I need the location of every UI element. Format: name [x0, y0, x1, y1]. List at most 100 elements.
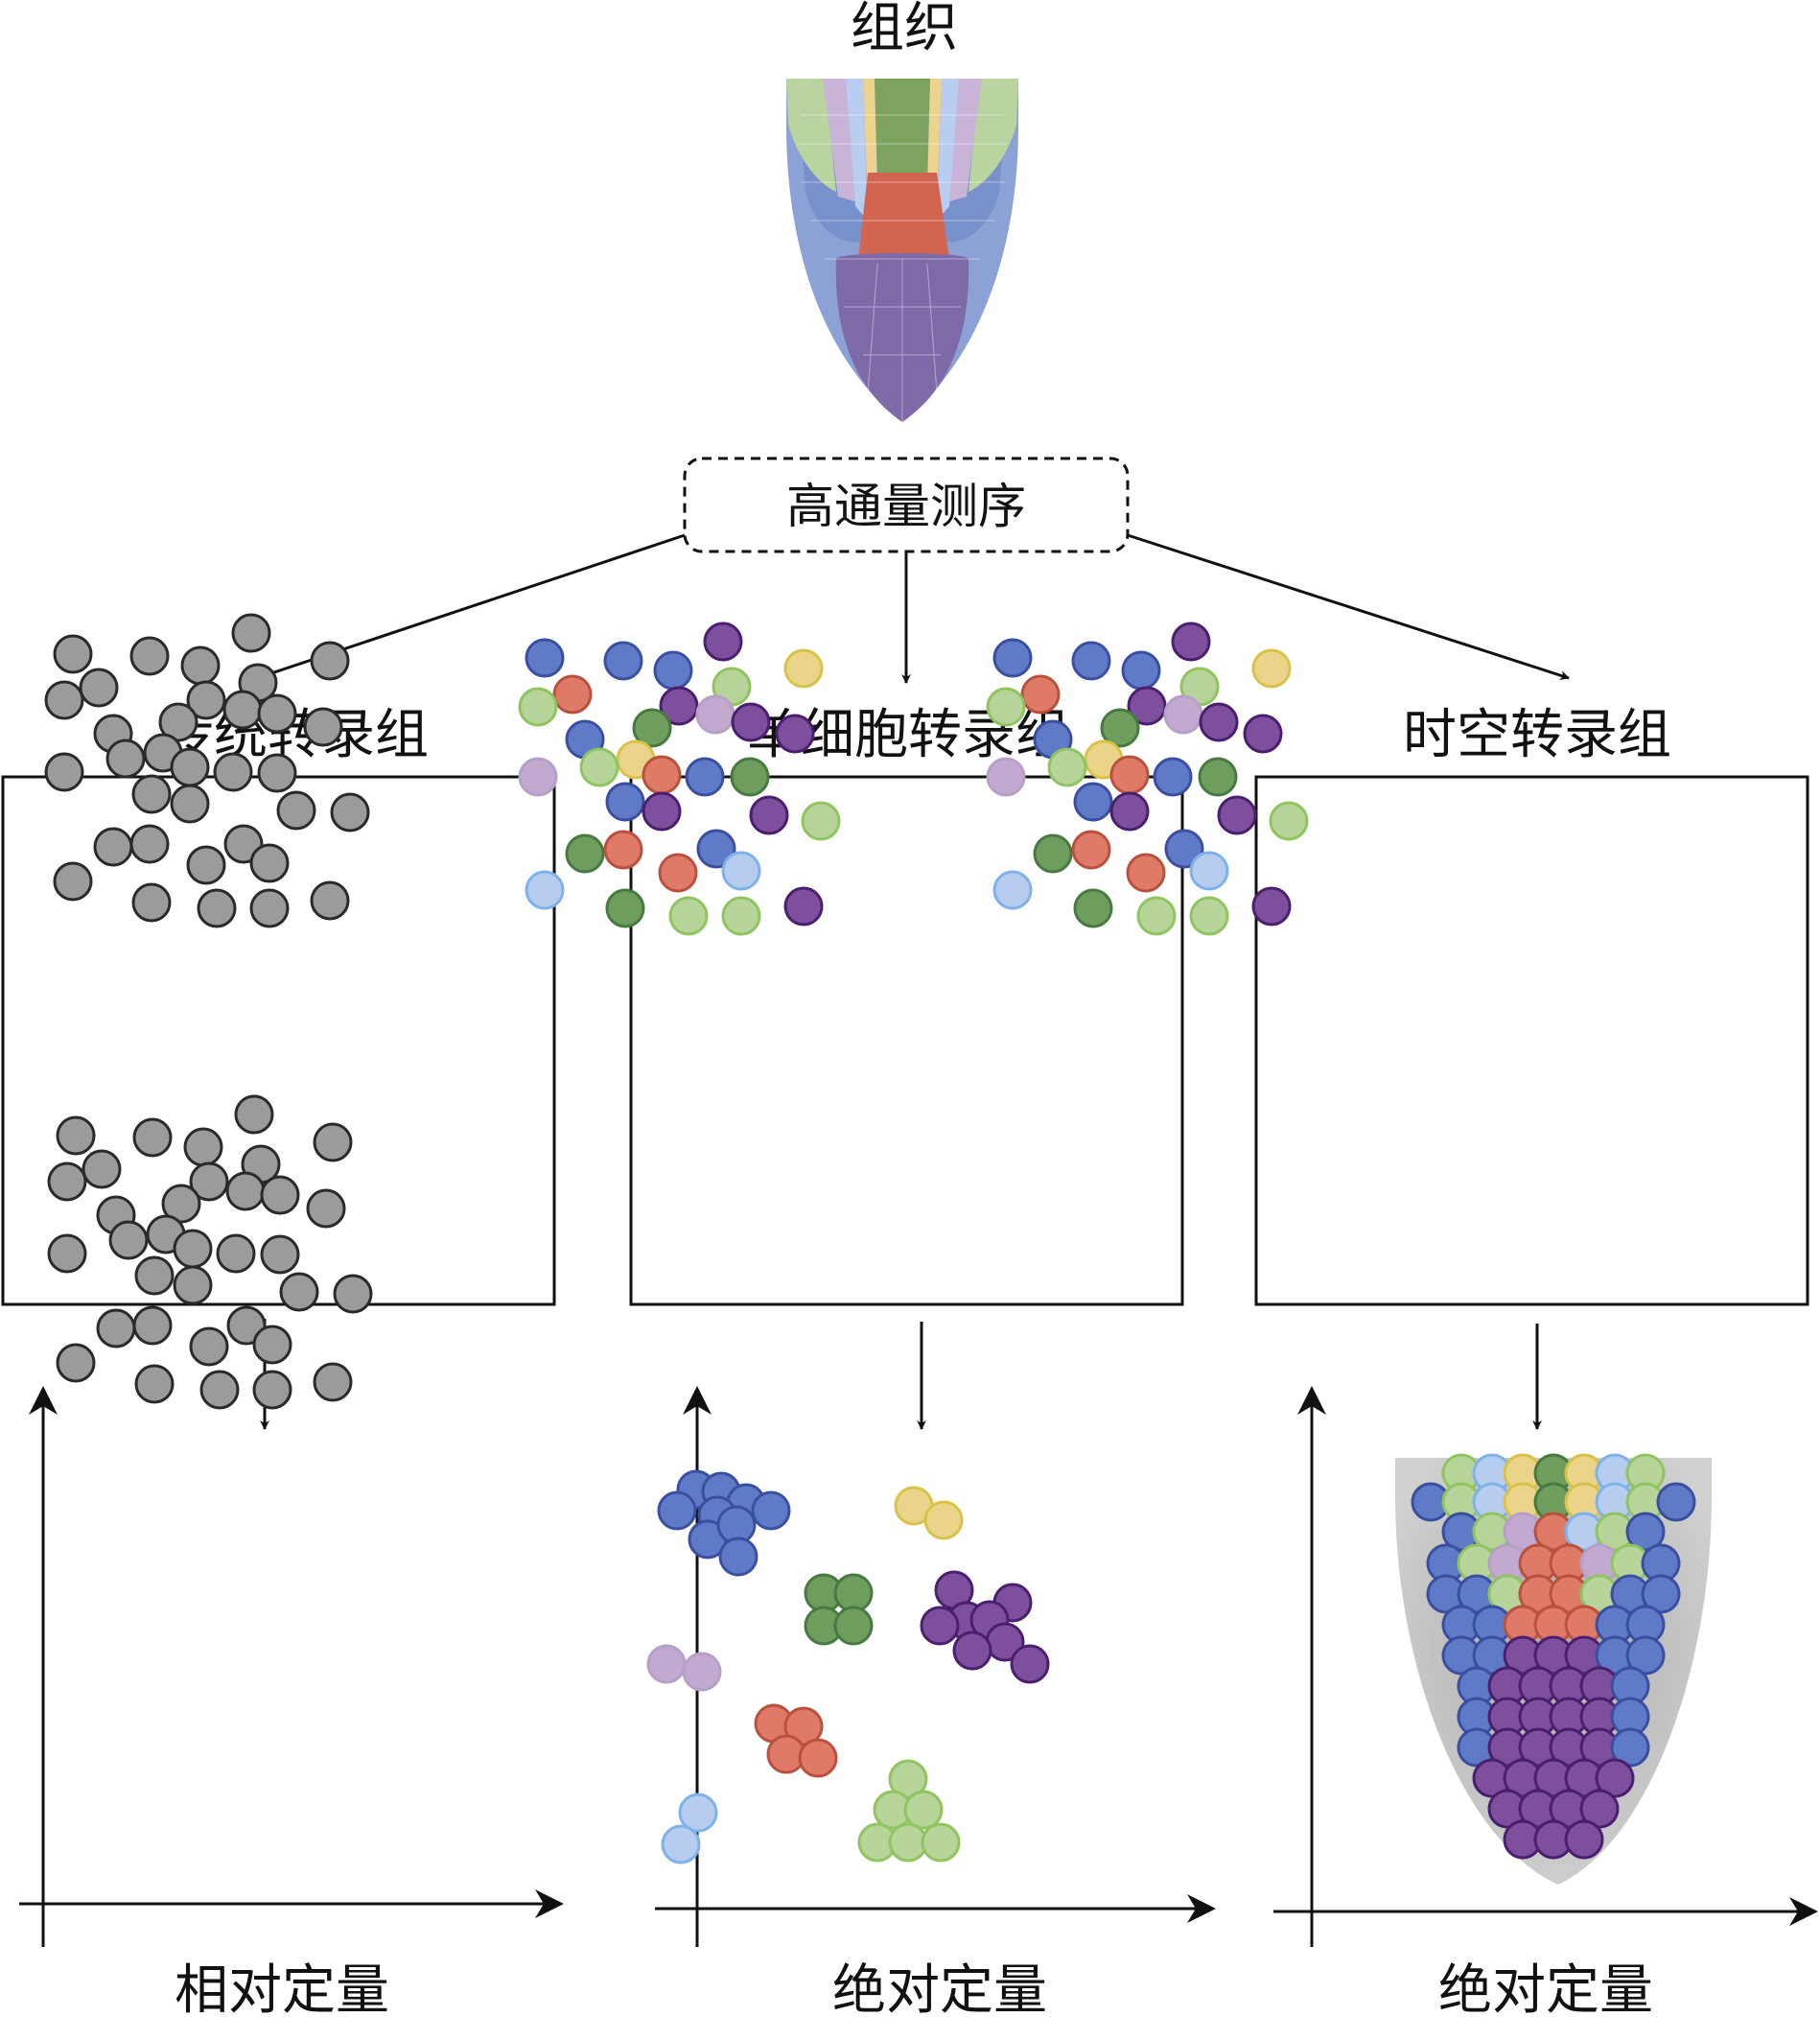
cell-gray — [249, 843, 290, 883]
cell-gray — [170, 784, 210, 824]
cell-purple — [1171, 622, 1211, 662]
cell-lblue — [1189, 851, 1229, 891]
cell-purple — [659, 686, 699, 726]
spatial-cell-purple — [1564, 1819, 1604, 1860]
cell-yellow — [783, 648, 824, 689]
spatial-cell-blue — [1641, 1574, 1681, 1614]
axes-bulk — [19, 1386, 564, 1947]
cell-gray — [189, 1326, 229, 1367]
cell-lgreen — [1136, 896, 1177, 936]
cluster-cell-yellow — [923, 1500, 964, 1540]
cell-gray — [310, 641, 350, 681]
cell-lgreen — [668, 896, 709, 936]
single-cell-plot-clusters — [646, 1469, 1050, 1865]
cell-salmon — [1071, 830, 1111, 870]
cell-blue — [605, 782, 645, 822]
cluster-cell-lgreen — [903, 1790, 944, 1830]
cell-gray — [310, 880, 350, 921]
cell-purple — [775, 714, 815, 754]
spatial-cell-purple — [1595, 1758, 1635, 1798]
cluster-cell-salmon — [783, 1706, 824, 1747]
cell-blue — [603, 641, 643, 681]
tissue-title: 组织 — [851, 0, 958, 59]
cell-gray — [260, 1175, 300, 1215]
cluster-cell-lgreen — [888, 1759, 928, 1799]
cell-gray — [132, 1305, 173, 1346]
cell-salmon — [1109, 755, 1150, 795]
cluster-cell-purple — [920, 1606, 960, 1646]
cell-gray — [108, 1220, 149, 1260]
cell-green — [605, 888, 645, 928]
cell-purple — [1199, 702, 1239, 742]
cell-gray — [96, 1308, 136, 1349]
single-cell-box-cells — [518, 622, 841, 936]
cell-green — [1073, 888, 1113, 928]
cell-lblue — [992, 870, 1033, 910]
cluster-cell-blue — [751, 1490, 791, 1531]
quant-label-spatial: 绝对定量 — [1438, 1959, 1653, 2017]
cell-lgreen — [1269, 801, 1309, 841]
cell-green — [1033, 833, 1073, 874]
cell-gray — [216, 1233, 256, 1274]
cluster-cell-salmon — [798, 1738, 838, 1778]
cell-gray — [53, 634, 93, 674]
cell-blue — [1071, 641, 1111, 681]
cell-gray — [161, 1184, 201, 1224]
cell-gray — [180, 645, 221, 686]
cell-gray — [234, 1094, 274, 1135]
cell-gray — [53, 861, 93, 902]
cell-gray — [306, 1188, 346, 1229]
cell-lgreen — [986, 687, 1026, 727]
cell-gray — [56, 1343, 96, 1383]
cell-salmon — [603, 830, 643, 870]
cell-gray — [47, 1161, 87, 1202]
cell-gray — [213, 752, 253, 792]
cell-gray — [303, 707, 343, 747]
cell-gray — [252, 1370, 292, 1410]
cell-purple — [642, 791, 682, 832]
cell-gray — [257, 753, 297, 793]
cluster-cell-lilac — [646, 1644, 687, 1684]
cell-gray — [279, 1272, 319, 1312]
cluster-cell-lgreen — [921, 1822, 961, 1863]
cell-gray — [313, 1122, 353, 1162]
cluster-cell-purple — [1010, 1644, 1050, 1684]
cell-purple — [1109, 791, 1150, 832]
axes-spatial — [1273, 1386, 1818, 1947]
cell-gray — [197, 888, 237, 928]
tissue-illustration — [786, 79, 1018, 422]
quant-label-single-cell: 绝对定量 — [832, 1959, 1047, 2017]
cell-lilac — [1163, 694, 1203, 735]
cell-gray — [173, 1265, 213, 1305]
cell-gray — [131, 882, 172, 923]
cluster-cell-lilac — [682, 1652, 722, 1692]
cell-lgreen — [801, 801, 841, 841]
cell-lilac — [695, 694, 735, 735]
cell-green — [730, 757, 770, 797]
cell-salmon — [552, 674, 593, 715]
cell-lilac — [518, 757, 558, 797]
cell-green — [1100, 708, 1140, 748]
cell-yellow — [1251, 648, 1292, 689]
cell-gray — [249, 888, 290, 928]
cell-gray — [105, 739, 146, 779]
spatial-cell-blue — [1625, 1635, 1666, 1676]
cluster-cell-blue — [718, 1536, 758, 1577]
cell-gray — [93, 827, 133, 867]
cell-gray — [222, 690, 263, 730]
panel-box-spatial — [1254, 775, 1809, 1306]
cell-blue — [696, 829, 736, 869]
cell-gray — [56, 1115, 96, 1156]
cluster-cell-green — [833, 1606, 874, 1646]
cell-blue — [1073, 782, 1113, 822]
cell-blue — [992, 638, 1033, 678]
cell-blue — [1121, 650, 1161, 691]
cell-gray — [134, 1364, 175, 1404]
cell-purple — [703, 622, 743, 662]
cell-lilac — [986, 757, 1026, 797]
cell-gray — [170, 747, 210, 787]
cell-gray — [183, 1127, 223, 1167]
cell-gray — [44, 752, 84, 792]
cell-purple — [1251, 886, 1292, 926]
spatial-plot-cells — [1411, 1453, 1696, 1860]
